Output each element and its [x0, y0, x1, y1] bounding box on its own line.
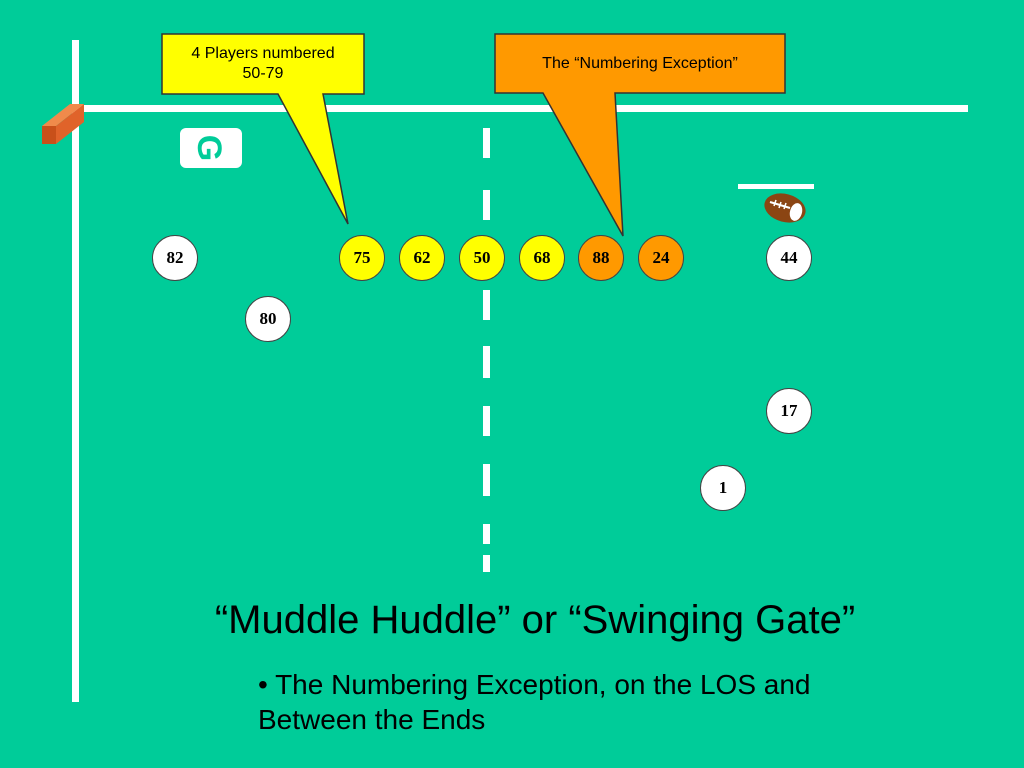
football-icon: [764, 193, 806, 223]
player-1: 1: [700, 465, 746, 511]
callout-numbering-exception: The “Numbering Exception”: [493, 32, 787, 238]
player-24: 24: [638, 235, 684, 281]
pylon-icon: [42, 104, 84, 144]
field-marker-label: G: [190, 135, 228, 161]
player-80: 80: [245, 296, 291, 342]
callout-yellow-line1: 4 Players numbered: [191, 45, 335, 62]
player-88: 88: [578, 235, 624, 281]
sideline: [72, 40, 79, 702]
player-68: 68: [519, 235, 565, 281]
callout-yellow-line2: 50-79: [242, 65, 284, 82]
callout-players-50-79: 4 Players numbered 50-79: [158, 32, 368, 232]
goalpost-marker-icon: G: [180, 128, 242, 168]
callout-orange-text: The “Numbering Exception”: [542, 54, 738, 72]
bullet-point: • The Numbering Exception, on the LOS an…: [258, 669, 811, 735]
goal-line: [79, 105, 968, 112]
player-50: 50: [459, 235, 505, 281]
slide-title: “Muddle Huddle” or “Swinging Gate”: [214, 598, 856, 642]
player-17: 17: [766, 388, 812, 434]
player-82: 82: [152, 235, 198, 281]
line-of-scrimmage-marker: [738, 184, 814, 189]
player-62: 62: [399, 235, 445, 281]
player-75: 75: [339, 235, 385, 281]
player-44: 44: [766, 235, 812, 281]
